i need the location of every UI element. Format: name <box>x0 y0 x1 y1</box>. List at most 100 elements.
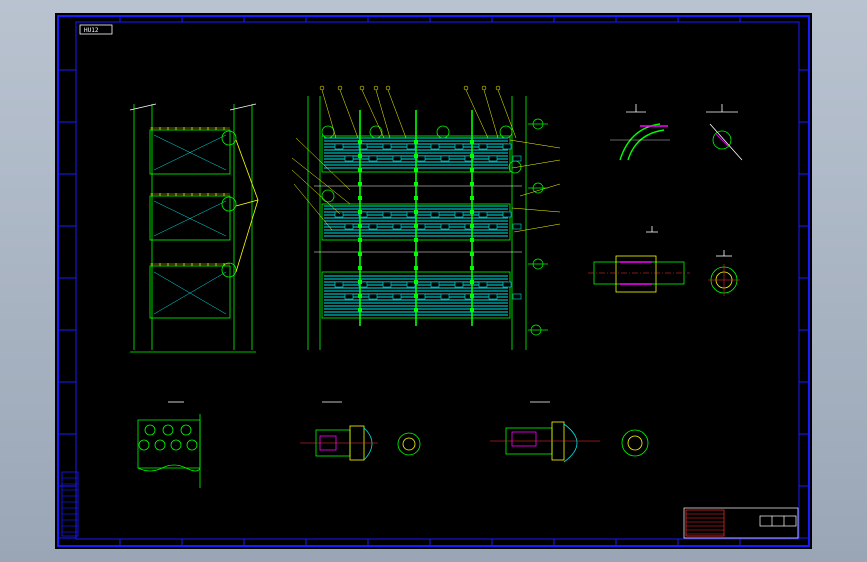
leader-line <box>293 183 333 231</box>
leader-line <box>291 169 341 215</box>
tie-rod-nut <box>470 308 474 312</box>
tie-rod-nut <box>358 210 362 214</box>
tie-rod-nut <box>414 252 418 256</box>
tie-rod-nut <box>358 196 362 200</box>
vertical-tie-rods <box>358 110 474 326</box>
tie-rod-nut <box>358 168 362 172</box>
baffle-slot <box>440 293 450 300</box>
title-block <box>683 507 799 539</box>
tie-rod-nut <box>358 294 362 298</box>
baffle-slot <box>488 155 498 162</box>
tie-rod-nut <box>470 266 474 270</box>
leader-line <box>295 137 351 191</box>
baffle-slot <box>406 211 416 218</box>
balloon <box>463 85 469 91</box>
detail-view-bend <box>610 104 670 161</box>
tie-rod-nut <box>414 280 418 284</box>
baffle-slot <box>344 293 354 300</box>
baffle-slot <box>406 281 416 288</box>
tie-rod-nut <box>358 154 362 158</box>
baffle-slot <box>416 155 426 162</box>
detail-view-section-a <box>706 104 743 161</box>
baffle-slot <box>358 211 368 218</box>
tie-rod-nut <box>414 154 418 158</box>
leader-line <box>513 223 561 233</box>
tie-rod-nut <box>470 140 474 144</box>
leader-line <box>361 89 385 139</box>
sheet-id-box <box>79 24 113 35</box>
tie-rod-nut <box>358 224 362 228</box>
callout-leaders <box>291 85 561 233</box>
balloon <box>319 85 325 91</box>
tie-rod-nut <box>470 238 474 242</box>
leader-line <box>511 159 561 169</box>
tie-rod-nut <box>470 182 474 186</box>
baffle-slot <box>430 143 440 150</box>
baffle-slot <box>454 211 464 218</box>
tie-rod-nut <box>470 196 474 200</box>
baffle-slot <box>440 155 450 162</box>
baffle-slot <box>488 293 498 300</box>
left-elevation-view <box>129 103 259 353</box>
baffle-slot <box>334 281 344 288</box>
baffle-slot <box>382 211 392 218</box>
baffle-slot <box>478 281 488 288</box>
baffle-slot <box>392 293 402 300</box>
inner-frame <box>75 21 800 540</box>
tie-rod-nut <box>414 182 418 186</box>
drawing-canvas[interactable] <box>55 13 812 549</box>
tie-rod-nut <box>414 196 418 200</box>
leader-line <box>511 207 561 213</box>
tie-rod-nut <box>470 294 474 298</box>
baffle-slot <box>358 143 368 150</box>
support-brackets <box>528 118 548 336</box>
baffle-slot <box>416 223 426 230</box>
baffle-slot <box>392 155 402 162</box>
baffle-slot <box>478 211 488 218</box>
tie-rod-nut <box>414 140 418 144</box>
leader-line <box>465 89 489 139</box>
leader-line <box>497 89 517 139</box>
baffle-slot <box>368 155 378 162</box>
baffle-slot <box>406 143 416 150</box>
zone-ticks <box>58 16 809 546</box>
balloon <box>481 85 487 91</box>
leader-line <box>291 157 351 205</box>
baffle-slot <box>512 155 522 162</box>
baffle-slot <box>502 143 512 150</box>
baffle-slot <box>344 155 354 162</box>
balloon <box>495 85 501 91</box>
tie-rod-nut <box>358 238 362 242</box>
balloon <box>359 85 365 91</box>
tie-rod-nut <box>358 266 362 270</box>
tie-rod-nut <box>414 224 418 228</box>
baffle-slot <box>430 281 440 288</box>
baffle-slot <box>464 155 474 162</box>
detail-view-joint-left <box>300 401 421 461</box>
baffle-slot <box>512 293 522 300</box>
baffle-slot <box>502 281 512 288</box>
tie-rod-nut <box>470 210 474 214</box>
tie-rod-nut <box>414 210 418 214</box>
outer-frame <box>57 15 810 547</box>
baffle-slot <box>454 281 464 288</box>
baffle-slot <box>368 293 378 300</box>
baffle-slot <box>512 223 522 230</box>
tie-rod-nut <box>470 280 474 284</box>
baffle-slot <box>488 223 498 230</box>
tie-rod-nut <box>358 140 362 144</box>
leader-line <box>483 89 499 139</box>
tie-rod-nut <box>414 238 418 242</box>
baffle-slot <box>430 211 440 218</box>
baffle-slot <box>502 211 512 218</box>
leader-line <box>375 89 391 139</box>
baffle-slot <box>334 211 344 218</box>
tie-rod-nut <box>414 294 418 298</box>
tie-rod-nut <box>470 252 474 256</box>
baffle-slot <box>392 223 402 230</box>
balloon <box>373 85 379 91</box>
baffle-slot <box>358 281 368 288</box>
baffle-slot <box>344 223 354 230</box>
